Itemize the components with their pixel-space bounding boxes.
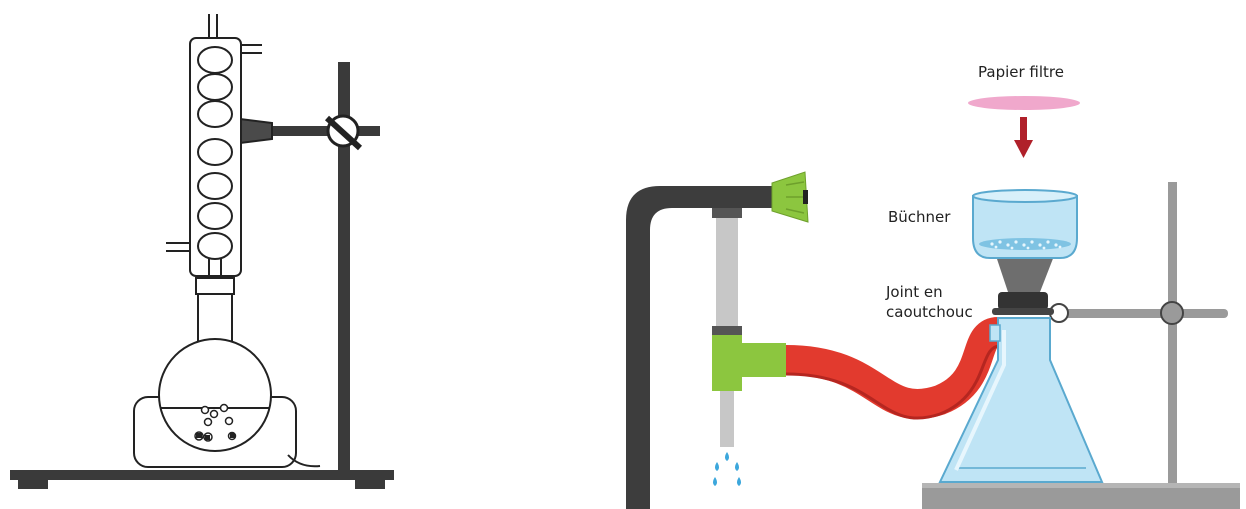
buchner-rim xyxy=(972,189,1078,203)
label-joint-line2: caoutchouc xyxy=(886,303,973,321)
arrow-shaft xyxy=(1020,117,1027,141)
stand-rod xyxy=(338,62,350,470)
mantle-cable xyxy=(287,454,321,468)
buchner-plate-holes xyxy=(990,240,1062,250)
tap-pipe xyxy=(626,186,778,509)
flask-sheen xyxy=(954,330,1006,471)
aspirator-tube-upper xyxy=(716,218,738,326)
label-papier-filtre: Papier filtre xyxy=(978,63,1064,81)
round-bottom-flask xyxy=(158,338,272,452)
water-drops xyxy=(713,452,741,486)
buchner-filtration-apparatus: Papier filtre Büchner Joint en caoutchou… xyxy=(626,63,1240,509)
aspirator-side-arm xyxy=(742,343,786,377)
reflux-apparatus xyxy=(10,14,394,489)
retort-rod xyxy=(1168,182,1177,483)
buchner-stem xyxy=(996,256,1054,292)
vacuum-hose-shadow xyxy=(785,344,1001,420)
aspirator-collar xyxy=(712,208,742,218)
boiling-stones xyxy=(196,433,235,440)
tap-nozzle-cap xyxy=(803,190,808,204)
aspirator-tee xyxy=(712,335,742,391)
filter-paper xyxy=(968,96,1080,110)
label-joint-line1: Joint en xyxy=(885,283,943,301)
stand-base xyxy=(10,470,394,480)
tap-nozzle-line-1 xyxy=(785,181,805,186)
retort-boss xyxy=(1160,301,1184,325)
condenser-bulbs xyxy=(197,46,233,260)
clamp-arm xyxy=(262,126,380,136)
flask-joint xyxy=(195,277,235,295)
boss-head-screw xyxy=(324,115,363,151)
rubber-joint-lip xyxy=(992,308,1054,315)
aspirator-tube-lower xyxy=(720,391,734,447)
rubber-joint xyxy=(998,292,1048,310)
vacuum-hose xyxy=(785,317,1002,420)
flask-side-arm xyxy=(989,324,1001,342)
aspirator-collar-lower xyxy=(712,326,742,335)
bench-plate-top xyxy=(922,483,1240,488)
tap-nozzle-line-3 xyxy=(785,208,805,214)
retort-arm xyxy=(1056,309,1228,318)
label-buchner: Büchner xyxy=(888,208,951,226)
arrow-head xyxy=(1014,140,1033,158)
stand-foot-right xyxy=(355,480,385,489)
stand-foot-left xyxy=(18,480,48,489)
vacuum-flask xyxy=(938,317,1104,483)
